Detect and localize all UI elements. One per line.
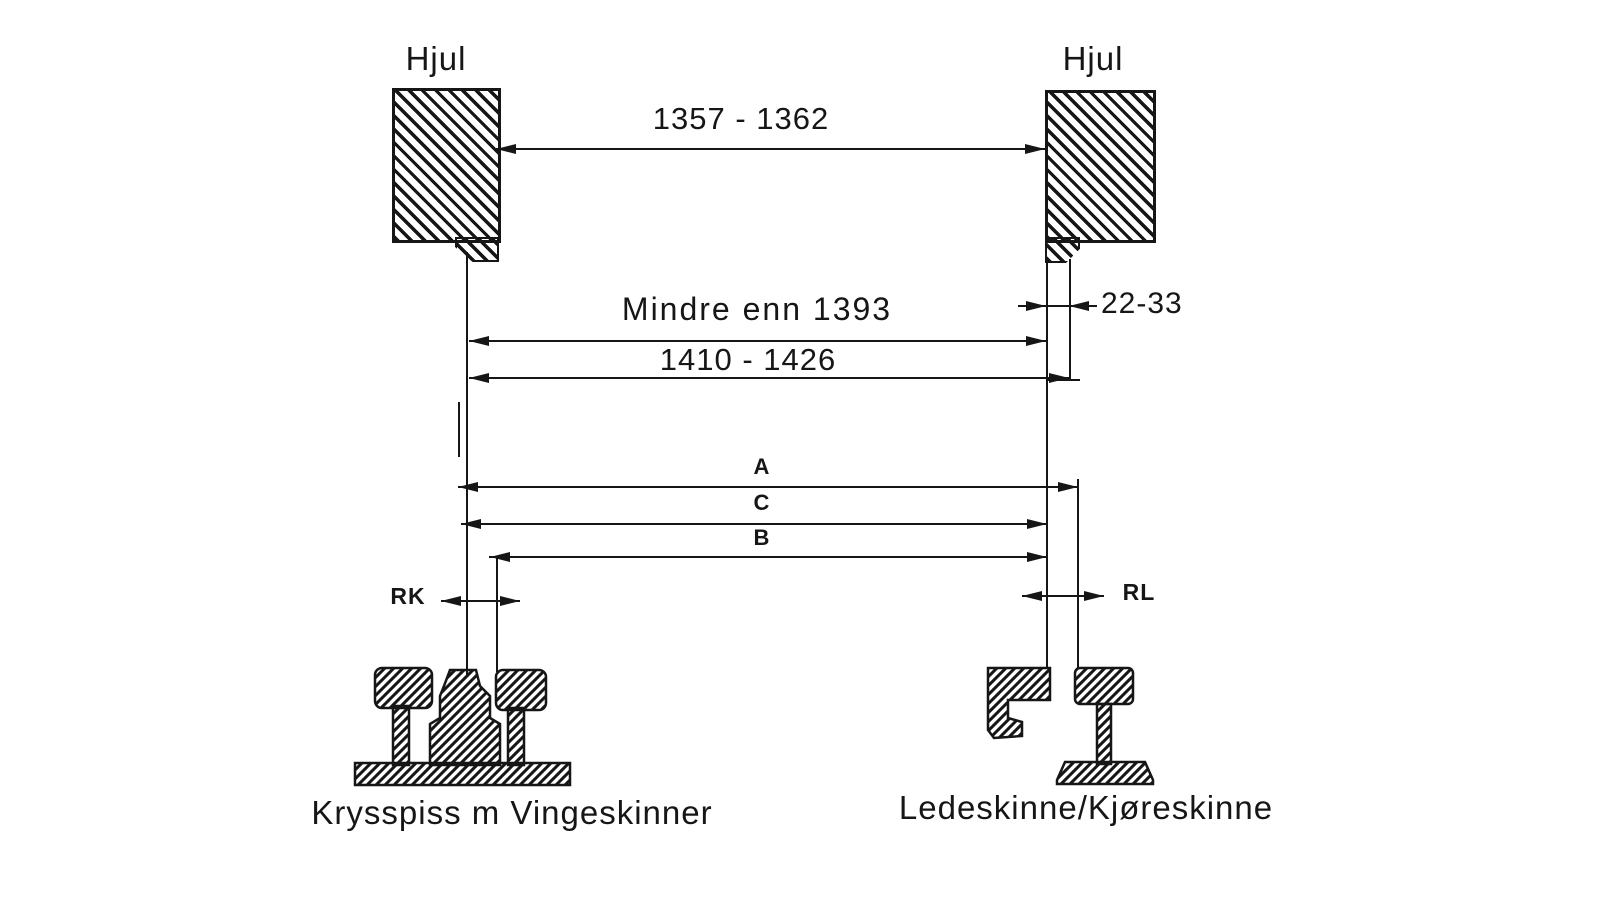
dim-arrow-right <box>1049 373 1069 383</box>
dim-mindre-enn-label: Mindre enn 1393 <box>621 291 893 327</box>
running-rail-foot <box>1055 760 1155 786</box>
dim-22-33-label: 22-33 <box>1101 287 1183 320</box>
crossing-nose-profile <box>428 668 502 767</box>
right-rail-gauge-reference-line <box>1077 479 1079 669</box>
left-wheel-flange <box>455 237 499 262</box>
dim-rk-line <box>441 600 520 602</box>
dim-arrow-left <box>469 373 489 383</box>
left-flange-reference-line <box>466 252 468 676</box>
left-wing-rail-reference-line <box>496 557 498 672</box>
dim-arrow-right <box>1026 301 1046 311</box>
dim-arrow-right <box>1027 552 1047 562</box>
dim-arrow-right <box>1027 519 1047 529</box>
right-wheel-section <box>1045 90 1156 243</box>
dim-1357-1362-line <box>496 148 1045 150</box>
dim-rl-line <box>1022 595 1104 597</box>
dim-1357-1362-label: 1357 - 1362 <box>652 101 830 136</box>
check-rail-caption: Ledeskinne/Kjøreskinne <box>898 789 1274 826</box>
dim-arrow-left <box>1069 301 1089 311</box>
dim-arrow-left <box>469 336 489 346</box>
dim-arrow-right <box>1026 336 1046 346</box>
running-rail-head <box>1073 666 1135 706</box>
dim-arrow-right <box>1084 591 1104 601</box>
crossing-caption: Krysspiss m Vingeskinner <box>311 794 713 831</box>
dim-b-line <box>489 556 1047 558</box>
dim-c-line <box>461 523 1047 525</box>
dim-arrow-right <box>1025 144 1045 154</box>
left-wing-rail-web <box>391 704 411 767</box>
dim-arrow-right <box>1058 482 1078 492</box>
right-flange-front-reference-line <box>1046 259 1048 667</box>
left-wheel-label: Hjul <box>405 40 467 77</box>
dim-22-33-line <box>1018 305 1097 307</box>
dim-arrow-left <box>461 519 481 529</box>
dim-arrow-right <box>500 596 520 606</box>
crossing-nose-section-drawing <box>353 666 572 787</box>
dim-mindre-enn-line <box>469 340 1046 342</box>
dim-arrow-left <box>490 552 510 562</box>
dim-a-line <box>458 486 1078 488</box>
right-wing-rail-web <box>506 706 526 767</box>
right-wing-rail-head <box>494 668 548 712</box>
dim-b-label: B <box>753 525 771 550</box>
dim-arrow-left <box>441 596 461 606</box>
check-rail-section-drawing <box>986 666 1155 786</box>
dim-rk-label: RK <box>390 583 426 609</box>
right-wheel-label: Hjul <box>1062 40 1124 77</box>
dim-c-label: C <box>753 490 771 515</box>
left-wheel-section <box>392 88 501 243</box>
right-wheel-flange <box>1045 237 1080 263</box>
dim-arrow-left <box>1022 591 1042 601</box>
running-rail-web <box>1095 702 1113 766</box>
dim-rl-label: RL <box>1122 579 1156 605</box>
rail-foot-strip <box>353 761 572 787</box>
dim-arrow-left <box>496 144 516 154</box>
dim-a-label: A <box>753 454 771 479</box>
dim-arrow-left <box>458 482 478 492</box>
check-rail-profile <box>986 666 1052 740</box>
dim-1410-1426-line <box>469 377 1069 379</box>
left-wing-rail-head <box>373 666 434 710</box>
dim-1410-1426-label: 1410 - 1426 <box>659 342 837 377</box>
left-extension-line-fragment <box>458 402 460 457</box>
right-flange-back-reference-line <box>1069 259 1071 381</box>
